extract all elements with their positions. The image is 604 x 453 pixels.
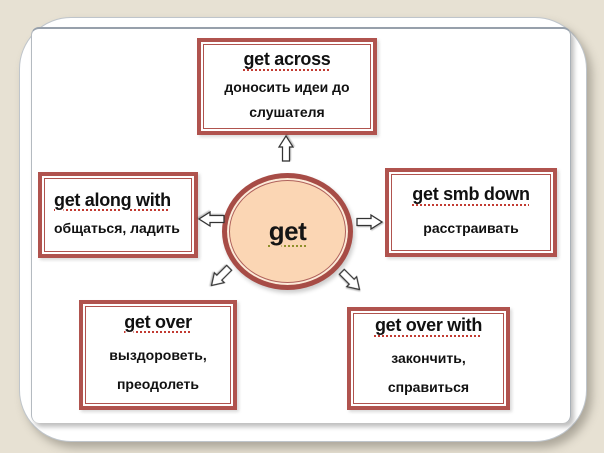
center-verb-label: get: [268, 216, 307, 246]
center-node-get: get: [222, 173, 353, 290]
phrasal-verb-label: get over: [124, 311, 192, 332]
phrasal-verb-label: get smb down: [412, 184, 530, 205]
arrow-right-icon: [356, 213, 384, 231]
translation-label: общаться, ладить: [54, 219, 180, 236]
phrasal-verb-label: get along with: [54, 189, 171, 210]
translation-label: выздороветь, преодолеть: [109, 346, 207, 392]
phrasal-verb-label: get across: [243, 49, 331, 69]
arrow-down-left-icon: [210, 264, 233, 287]
node-get-over: get over выздороветь, преодолеть: [79, 300, 237, 410]
node-get-over-with: get over with закончить, справиться: [347, 307, 510, 410]
node-get-smb-down: get smb down расстраивать: [385, 168, 557, 257]
translation-label: доносить идеи до слушателя: [224, 79, 350, 120]
node-get-along-with: get along with общаться, ладить: [38, 172, 198, 258]
phrasal-verb-label: get over with: [374, 315, 483, 336]
arrow-down-right-icon: [338, 268, 361, 291]
arrow-left-icon: [197, 210, 225, 228]
translation-label: расстраивать: [423, 220, 519, 237]
translation-label: закончить, справиться: [387, 350, 470, 395]
arrow-up-icon: [277, 134, 295, 162]
node-get-across: get across доносить идеи до слушателя: [197, 38, 377, 135]
